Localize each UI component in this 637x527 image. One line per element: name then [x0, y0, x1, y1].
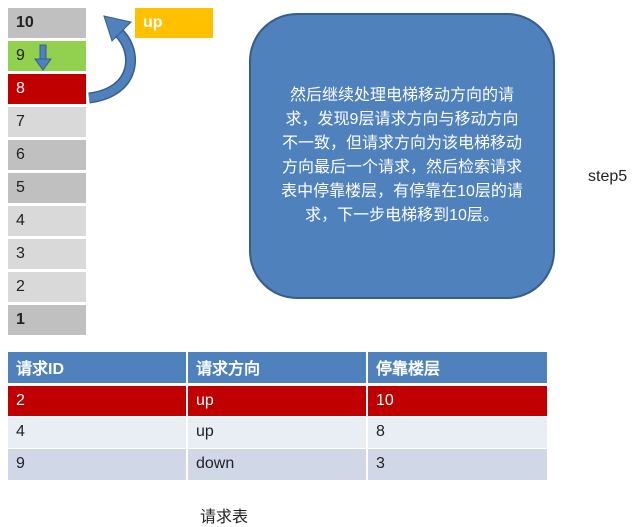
cell-request-id: 2: [8, 384, 188, 417]
floor-2: 2: [8, 272, 86, 302]
floor-5: 5: [8, 173, 86, 203]
floor-10: 10: [8, 8, 86, 38]
floor-1: 1: [8, 305, 86, 335]
down-arrow-icon: [34, 44, 52, 71]
table-header-row: 请求ID 请求方向 停靠楼层: [8, 352, 547, 386]
explanation-bubble: 然后继续处理电梯移动方向的请求，发现9层请求方向与移动方向不一致，但请求方向为该…: [249, 13, 555, 299]
cell-request-id: 9: [8, 448, 188, 481]
floor-7: 7: [8, 107, 86, 137]
curved-up-arrow-icon: [88, 15, 136, 104]
explanation-text: 然后继续处理电梯移动方向的请求，发现9层请求方向与移动方向不一致，但请求方向为该…: [281, 87, 523, 224]
cell-request-direction: up: [187, 384, 368, 417]
header-request-direction: 请求方向: [187, 352, 368, 386]
step-label: step5: [588, 168, 628, 185]
cell-stop-floor: 3: [367, 448, 547, 481]
floor-8: 8: [8, 74, 86, 104]
table-row: 4 up 8: [8, 416, 547, 449]
table-caption: 请求表: [200, 509, 249, 526]
header-stop-floor: 停靠楼层: [367, 352, 547, 386]
cell-request-id: 4: [8, 416, 188, 449]
floor-6: 6: [8, 140, 86, 170]
cell-request-direction: up: [187, 416, 368, 449]
table-row: 2 up 10: [8, 384, 547, 417]
table-row: 9 down 3: [8, 448, 547, 481]
floor-4: 4: [8, 206, 86, 236]
direction-label: up: [135, 8, 213, 38]
cell-stop-floor: 8: [367, 416, 547, 449]
floor-3: 3: [8, 239, 86, 269]
header-request-id: 请求ID: [8, 352, 188, 386]
request-table: 请求ID 请求方向 停靠楼层 2 up 10 4 up 8 9 down 3: [8, 352, 547, 481]
floor-9: 9: [8, 41, 86, 71]
cell-stop-floor: 10: [367, 384, 547, 417]
cell-request-direction: down: [187, 448, 368, 481]
